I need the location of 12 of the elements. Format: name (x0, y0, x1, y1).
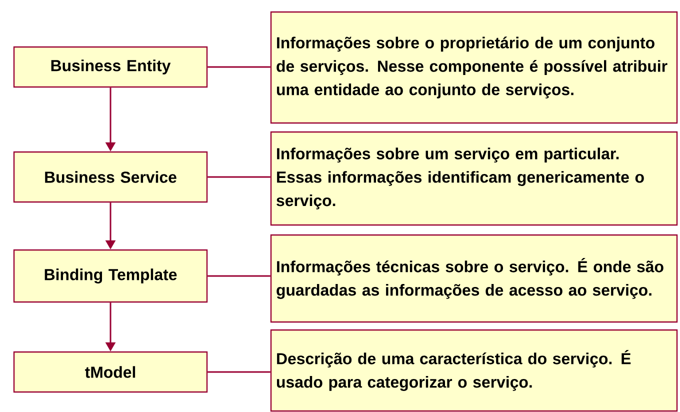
component-box: Business Entity (13, 46, 208, 88)
connector (208, 275, 270, 277)
component-box: Business Service (13, 151, 208, 203)
connector (208, 371, 270, 373)
description-box: Informações sobre um serviço em particular. Essas informações identificam genericamente o serviço. (270, 131, 678, 226)
description-box: Informações técnicas sobre o serviço. É onde são guardadas as informações de acesso ao serviço. (270, 234, 678, 323)
component-box: Binding Template (13, 249, 208, 303)
description-box: Descrição de uma característica do serviço. É usado para categorizar o serviço. (270, 329, 678, 412)
connector (208, 66, 270, 68)
connector (208, 176, 270, 178)
component-box: tModel (13, 351, 208, 393)
description-box: Informações sobre o proprietário de um conjunto de serviços. Nesse componente é possível atribuir uma entidade ao conjunto de serviços. (270, 11, 678, 124)
